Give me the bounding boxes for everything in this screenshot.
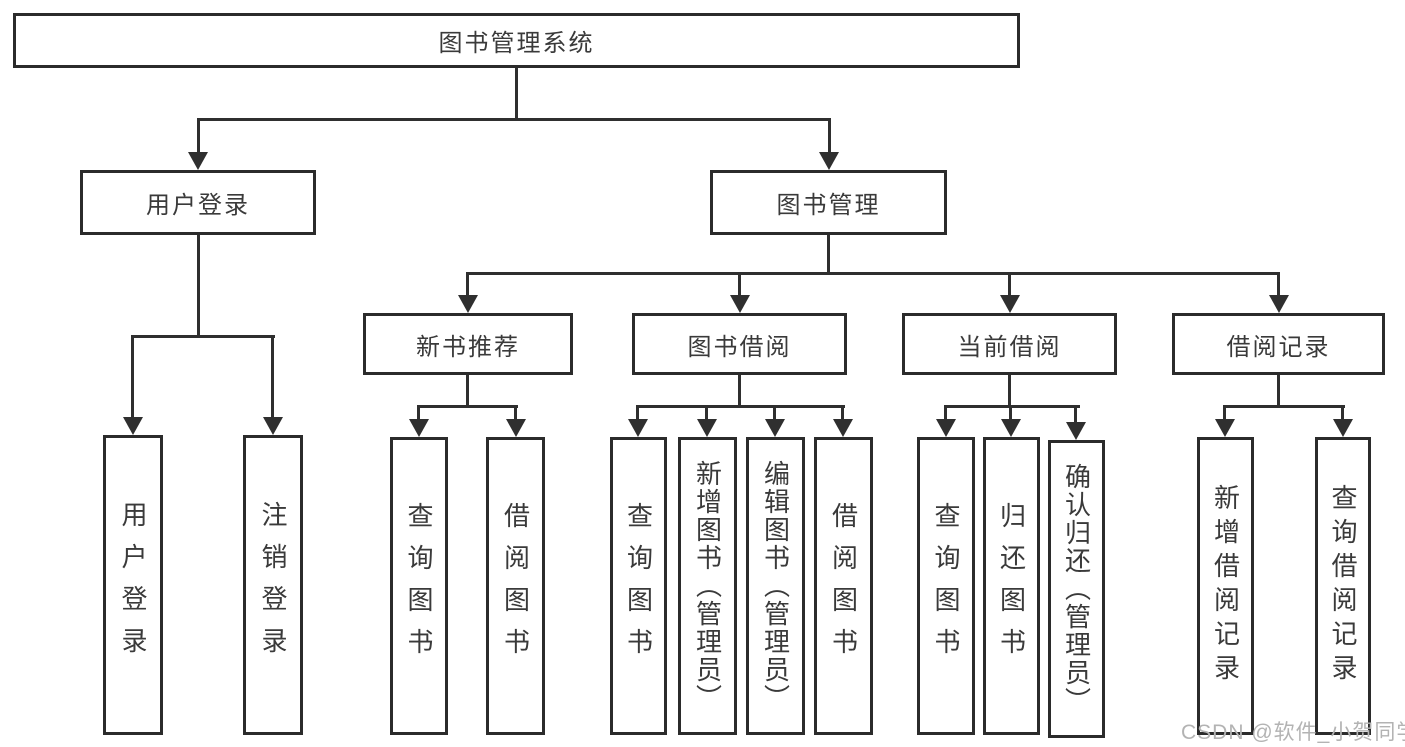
arrowhead-icon — [936, 419, 956, 437]
arrowhead-icon — [819, 152, 839, 170]
connector-drop — [636, 405, 639, 421]
connector-horizontal-borrow-records — [1223, 405, 1345, 408]
arrowhead-icon — [1066, 422, 1086, 440]
arrowhead-icon — [1269, 295, 1289, 313]
leaf-current-return-books: 归还图书 — [983, 437, 1040, 735]
connector-horizontal-root — [197, 118, 831, 121]
arrowhead-icon — [1333, 419, 1353, 437]
node-book-borrow: 图书借阅 — [632, 313, 847, 375]
connector-horizontal-user-login — [131, 335, 275, 338]
connector-horizontal-current-borrow — [944, 405, 1080, 408]
watermark-text: CSDN @软件_小贺同学 — [1181, 721, 1405, 744]
connector-trunk-current-borrow — [1008, 375, 1011, 405]
arrowhead-icon — [1001, 419, 1021, 437]
leaf-logout: 注销登录 — [243, 435, 303, 735]
leaf-borrow-edit-books-admin: 编辑图书（管理员） — [746, 437, 805, 735]
leaf-borrow-add-books-admin: 新增图书（管理员） — [678, 437, 737, 735]
connector-drop — [131, 335, 134, 419]
leaf-recommend-borrow-books: 借阅图书 — [486, 437, 545, 735]
connector-trunk-new-book-recommend — [466, 375, 469, 405]
arrowhead-icon — [730, 295, 750, 313]
node-root-library-system: 图书管理系统 — [13, 13, 1020, 68]
leaf-user-login: 用户登录 — [103, 435, 163, 735]
connector-drop — [514, 405, 517, 421]
arrowhead-icon — [628, 419, 648, 437]
connector-trunk-root — [515, 68, 518, 118]
connector-drop — [1074, 405, 1077, 424]
connector-drop — [1223, 405, 1226, 421]
leaf-borrow-query-books: 查询图书 — [610, 437, 667, 735]
connector-drop — [1008, 272, 1011, 298]
connector-drop — [705, 405, 708, 421]
arrowhead-icon — [263, 417, 283, 435]
connector-drop — [1009, 405, 1012, 421]
connector-horizontal-book-management — [466, 272, 1280, 275]
connector-horizontal-book-borrow — [636, 405, 845, 408]
arrowhead-icon — [1215, 419, 1235, 437]
arrowhead-icon — [123, 417, 143, 435]
connector-drop — [944, 405, 947, 421]
node-user-login: 用户登录 — [80, 170, 316, 235]
connector-drop — [841, 405, 844, 421]
arrowhead-icon — [765, 419, 785, 437]
arrowhead-icon — [458, 295, 478, 313]
connector-trunk-user-login — [197, 235, 200, 335]
leaf-records-add-record: 新增借阅记录 — [1197, 437, 1254, 735]
connector-drop — [1277, 272, 1280, 298]
leaf-borrow-borrow-books: 借阅图书 — [814, 437, 873, 735]
arrowhead-icon — [188, 152, 208, 170]
connector-drop — [197, 118, 200, 156]
arrowhead-icon — [1000, 295, 1020, 313]
connector-drop — [466, 272, 469, 298]
connector-drop — [271, 335, 274, 419]
node-book-management: 图书管理 — [710, 170, 947, 235]
arrowhead-icon — [833, 419, 853, 437]
leaf-current-query-books: 查询图书 — [917, 437, 975, 735]
leaf-recommend-query-books: 查询图书 — [390, 437, 448, 735]
connector-drop — [773, 405, 776, 421]
connector-drop — [828, 118, 831, 156]
connector-trunk-borrow-records — [1277, 375, 1280, 405]
connector-trunk-book-management — [827, 235, 830, 272]
node-current-borrow: 当前借阅 — [902, 313, 1117, 375]
arrowhead-icon — [697, 419, 717, 437]
arrowhead-icon — [506, 419, 526, 437]
connector-horizontal-new-book-recommend — [417, 405, 518, 408]
node-borrow-records: 借阅记录 — [1172, 313, 1385, 375]
leaf-records-query-record: 查询借阅记录 — [1315, 437, 1371, 735]
arrowhead-icon — [409, 419, 429, 437]
connector-trunk-book-borrow — [738, 375, 741, 405]
connector-drop — [738, 272, 741, 298]
leaf-current-confirm-return-admin: 确认归还（管理员） — [1048, 440, 1105, 738]
connector-drop — [417, 405, 420, 421]
node-new-book-recommend: 新书推荐 — [363, 313, 573, 375]
connector-drop — [1341, 405, 1344, 421]
